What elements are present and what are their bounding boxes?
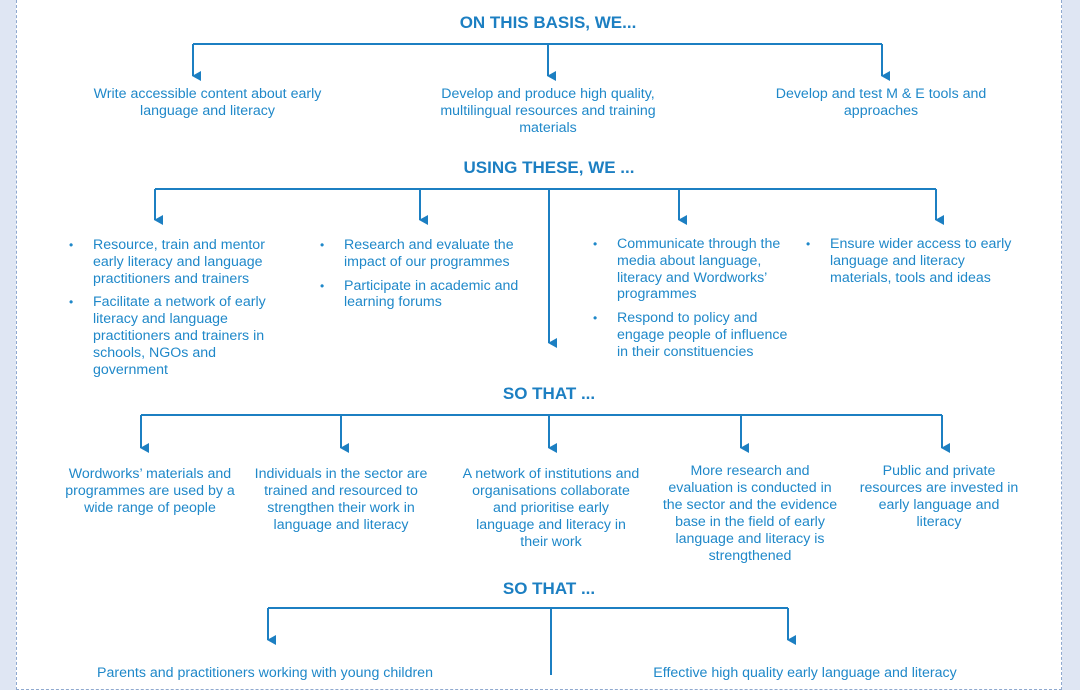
connector-lines xyxy=(140,43,950,675)
list-item: Research and evaluate the impact of our … xyxy=(320,237,524,271)
list-item: Respond to policy and engage people of i… xyxy=(593,310,797,360)
final-item-1: Parents and practitioners working with y… xyxy=(97,665,433,681)
heading-so-that-1: SO THAT ... xyxy=(502,384,596,403)
list-item: Communicate through the media about lang… xyxy=(593,236,797,303)
so-that-item-3: A network of institutions and organisati… xyxy=(462,466,640,550)
heading-basis: ON THIS BASIS, WE... xyxy=(459,13,637,32)
final-item-2: Effective high quality early language an… xyxy=(653,665,957,681)
heading-using: USING THESE, WE ... xyxy=(463,158,635,177)
so-that-item-2: Individuals in the sector are trained an… xyxy=(254,466,428,533)
using-group-2: Research and evaluate the impact of our … xyxy=(320,237,524,318)
list-item: Facilitate a network of early literacy a… xyxy=(69,294,293,378)
so-that-item-1: Wordworks’ materials and programmes are … xyxy=(65,466,235,516)
heading-so-that-2: SO THAT ... xyxy=(502,579,596,598)
diagram-canvas: ON THIS BASIS, WE... USING THESE, WE ...… xyxy=(0,0,1080,675)
using-group-1: Resource, train and mentor early literac… xyxy=(69,237,293,385)
so-that-item-5: Public and private resources are investe… xyxy=(859,463,1019,530)
basis-item-1: Write accessible content about early lan… xyxy=(93,86,322,119)
list-item: Resource, train and mentor early literac… xyxy=(69,237,293,287)
basis-item-3: Develop and test M & E tools and approac… xyxy=(775,86,987,119)
basis-item-2: Develop and produce high quality, multil… xyxy=(440,86,656,136)
using-group-3: Communicate through the media about lang… xyxy=(593,236,797,368)
list-item: Participate in academic and learning for… xyxy=(320,278,524,312)
using-group-4: Ensure wider access to early language an… xyxy=(806,236,1020,293)
so-that-item-4: More research and evaluation is conducte… xyxy=(662,463,838,564)
list-item: Ensure wider access to early language an… xyxy=(806,236,1020,286)
